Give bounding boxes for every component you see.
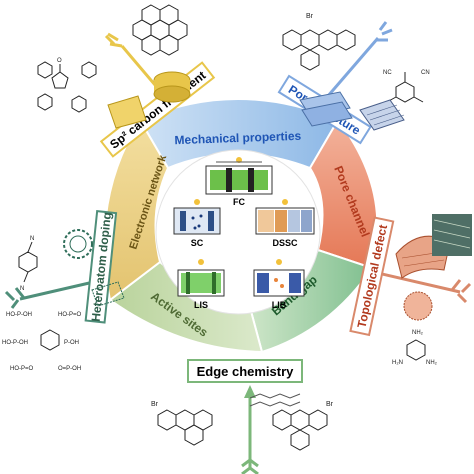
svg-text:HO-P-OH: HO-P-OH [2,340,28,346]
svg-text:Br: Br [151,401,159,408]
svg-text:HO-P-OH: HO-P-OH [6,312,32,318]
edge-chemistry-arrow [241,385,259,474]
svg-text:N: N [20,286,24,292]
svg-text:HO-P=O: HO-P=O [58,312,82,318]
svg-text:HO-P=O: HO-P=O [10,366,34,372]
label-lib: LIB [272,300,287,310]
svg-text:O=P-OH: O=P-OH [58,366,81,372]
stm-image [432,214,472,256]
device-lis: LIS [177,259,225,310]
phytic-acid-molecule: HO-P-OH HO-P=O HO-P-OH P-OH HO-P=O O=P-O… [2,312,82,372]
dibromo-pah-molecule: Br [282,13,356,71]
graphene-nanoribbon [249,393,301,407]
device-lib: LIB [253,259,305,310]
svg-text:H₂N: H₂N [392,360,403,366]
porous-lattice [359,99,405,131]
device-dssc: DSSC [255,199,315,248]
svg-text:Br: Br [326,401,334,408]
device-sc: SC [173,199,221,248]
layered-sheets [299,91,353,127]
edge-chemistry-text: Edge chemistry [197,364,295,379]
bottom-right-pah: Br [272,401,334,451]
svg-text:NH₂: NH₂ [412,330,424,336]
svg-text:O: O [57,58,62,64]
gold-nanostructure [107,71,191,129]
pah-molecule-top-left [132,4,188,56]
label-dssc: DSSC [272,238,298,248]
label-sc: SC [191,238,204,248]
tricyanobenzene-molecule: NC CN [383,70,430,103]
tetraphenyl-molecule: O [37,58,97,113]
label-lis: LIS [194,300,208,310]
bottom-left-pah: Br [151,401,213,446]
green-nanotube [63,229,125,307]
svg-text:CN: CN [421,70,430,76]
svg-text:NH₂: NH₂ [426,360,438,366]
benzonitrile-molecule: N N [18,236,38,292]
svg-text:NC: NC [383,70,392,76]
label-mechanical-properties: Mechanical properties [174,129,301,147]
svg-text:Br: Br [306,13,314,20]
label-fc: FC [233,197,245,207]
label-box-edge: Edge chemistry [187,359,303,383]
svg-text:N: N [30,236,34,242]
svg-text:P-OH: P-OH [64,340,79,346]
melamine-molecule: NH₂ H₂N NH₂ [392,330,438,366]
device-fc: FC [205,157,273,207]
